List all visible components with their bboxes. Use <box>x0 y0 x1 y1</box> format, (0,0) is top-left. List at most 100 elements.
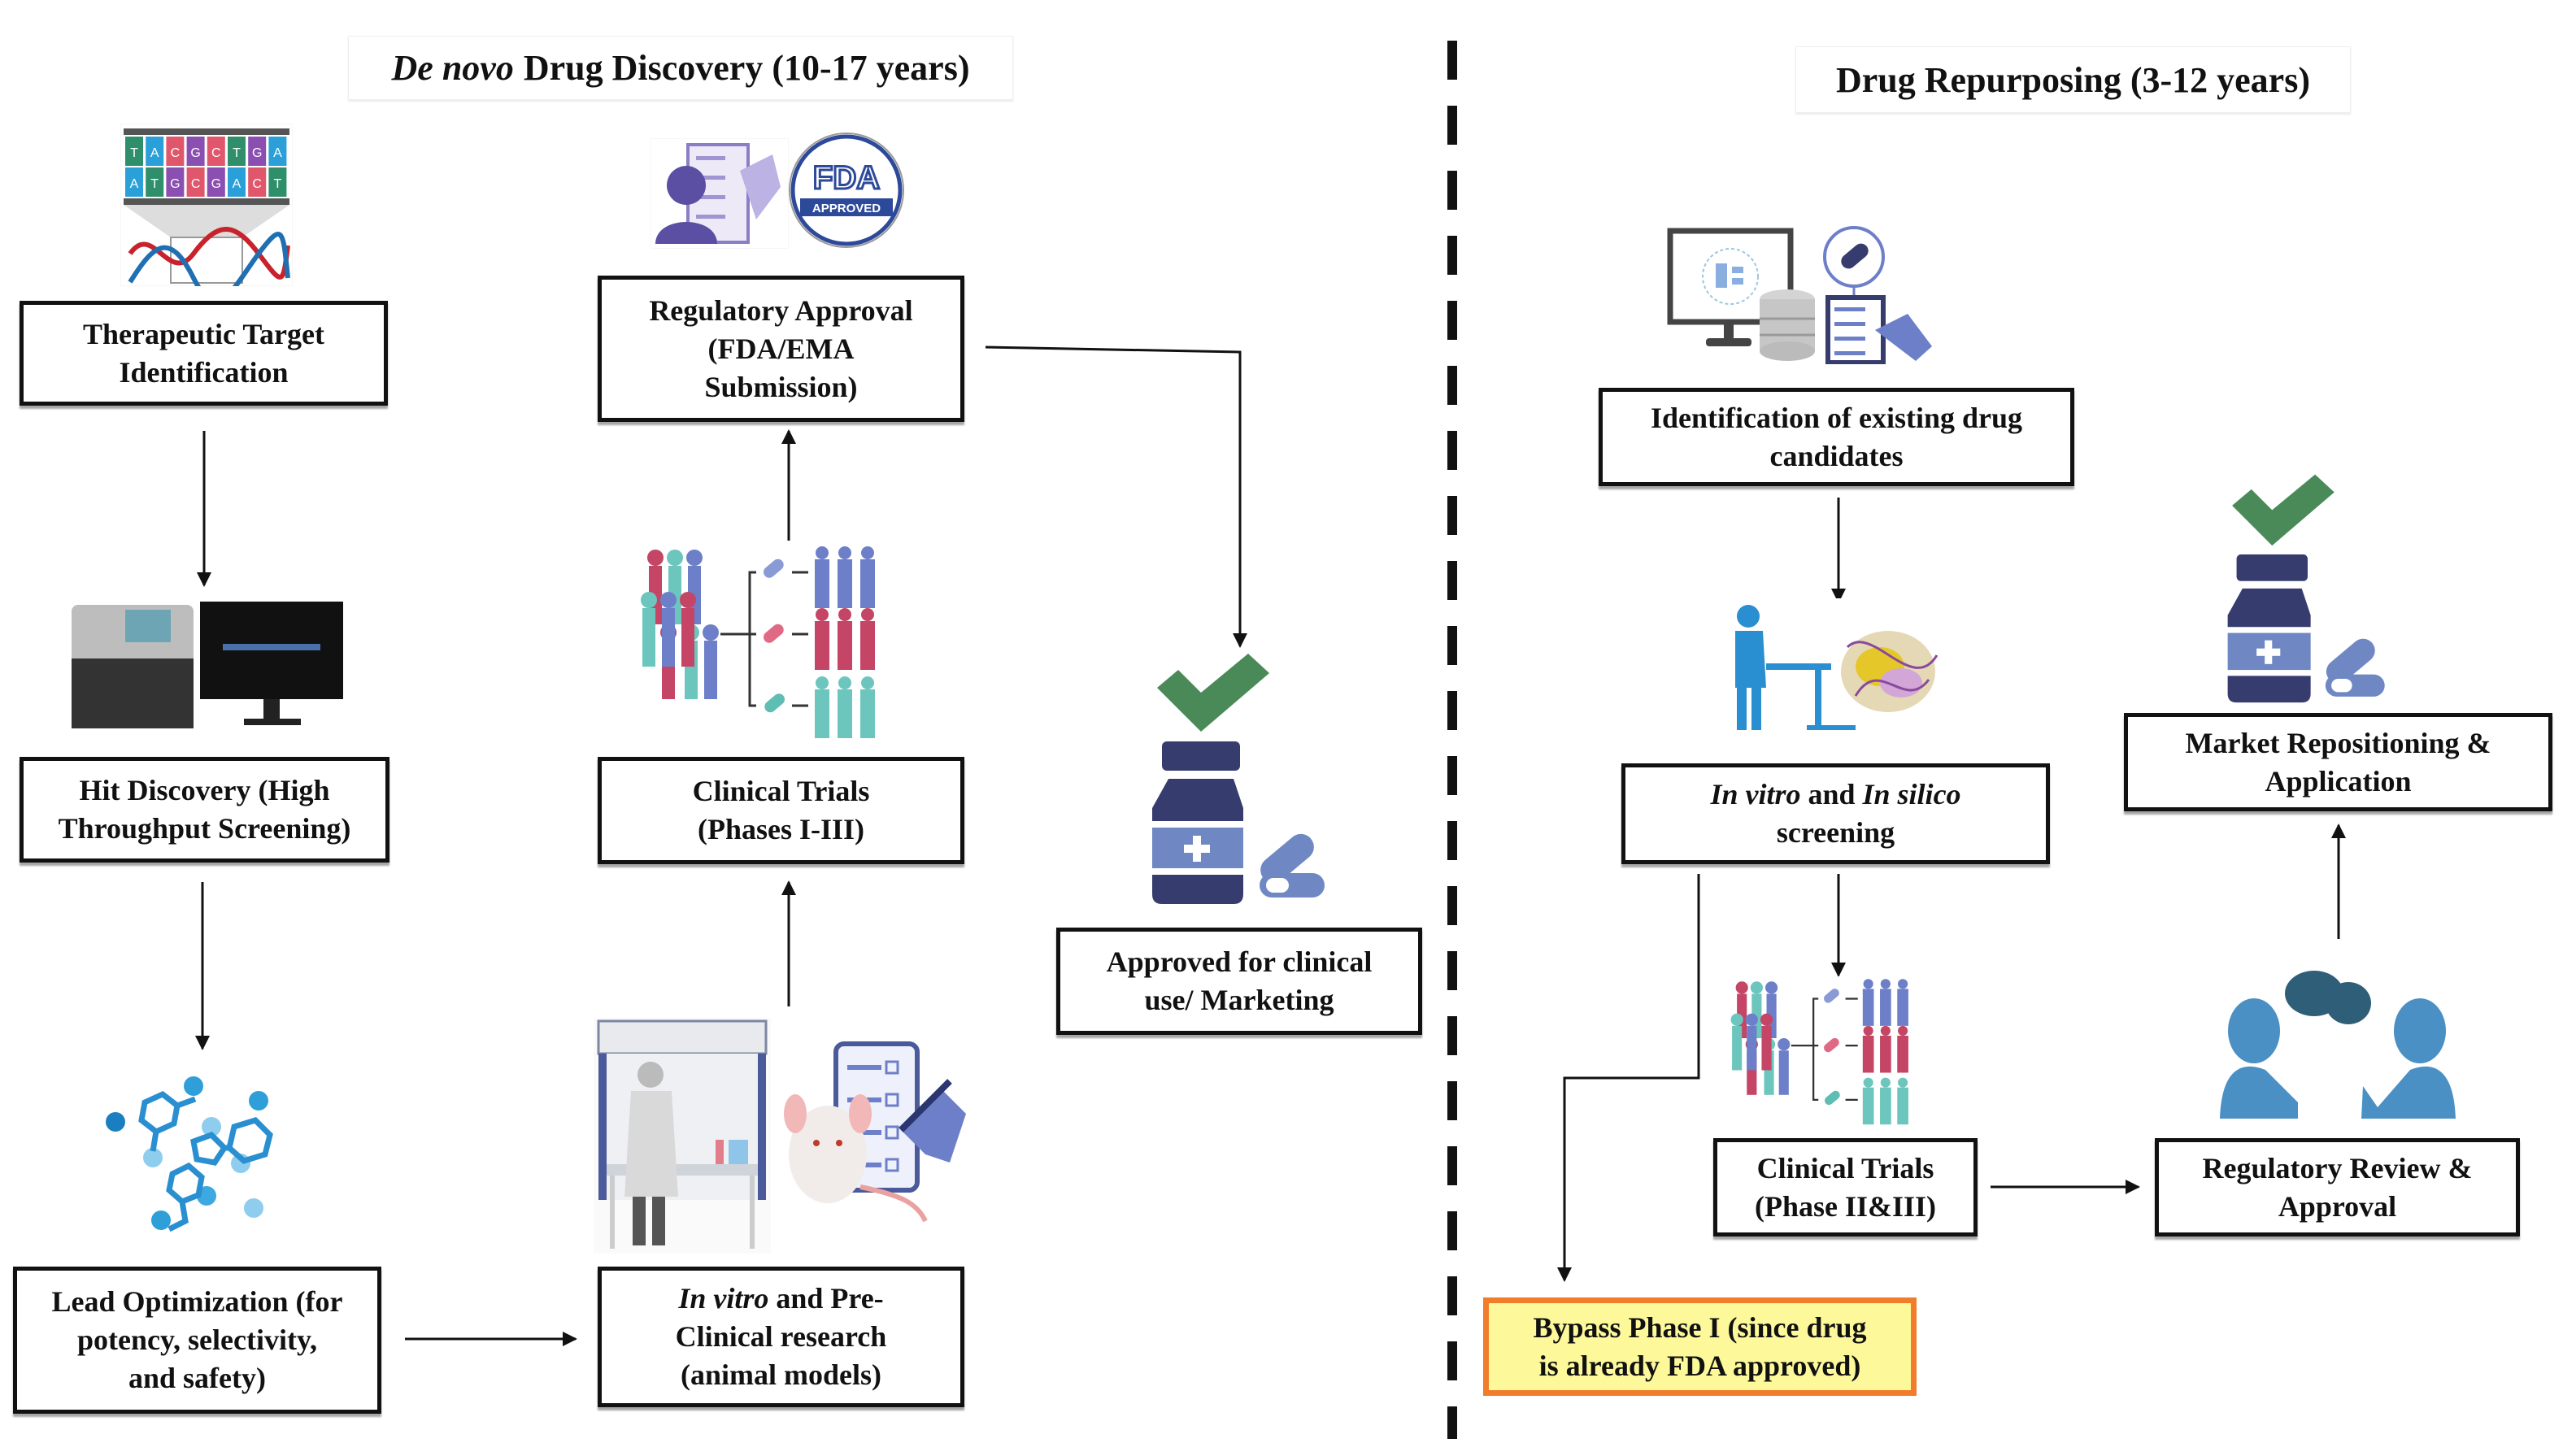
dna-base-tile <box>228 137 246 166</box>
repurposing-title: Drug Repurposing (3-12 years) <box>1795 46 2351 113</box>
dna-base-letter: T <box>233 146 241 160</box>
preclinical-line-1: In vitro and Pre- <box>678 1280 883 1318</box>
market-line-1: Market Repositioning & <box>2185 726 2491 759</box>
clinical-r-line-1: Clinical Trials <box>1756 1151 1934 1184</box>
dna-base-letter: A <box>150 146 159 160</box>
lab-scientist-icon <box>594 1018 771 1254</box>
dna-base-tile <box>248 137 267 166</box>
dna-base-tile <box>207 137 225 166</box>
dna-base-tile <box>186 137 205 166</box>
dna-base-letter: C <box>171 146 181 160</box>
bypass-line-2: is already FDA approved) <box>1538 1349 1861 1382</box>
approved-line-2: use/ Marketing <box>1144 984 1334 1016</box>
hit-line-1: Hit Discovery (High <box>79 774 330 806</box>
dna-base-letter: A <box>273 146 282 160</box>
dna-base-letter: G <box>252 146 262 160</box>
hit-discovery-box: Hit Discovery (High Throughput Screening… <box>20 757 389 863</box>
clinical-line-1: Clinical Trials <box>692 775 870 807</box>
market-line-2: Application <box>2265 764 2412 798</box>
dna-base-tile <box>146 167 164 197</box>
regulatory-line-2: (FDA/EMA <box>707 332 855 365</box>
preclinical-line-1-rest: and Pre- <box>776 1282 884 1315</box>
hit-line-2: Throughput Screening) <box>58 812 351 845</box>
scientist-protein-icon <box>1717 598 1961 733</box>
preclinical-research-box: In vitro and Pre- Clinical research (ani… <box>598 1267 964 1407</box>
dna-base-letter: T <box>130 146 138 160</box>
screening-italic-2: In silico <box>1862 778 1961 811</box>
fda-badge-text: FDA <box>813 160 880 196</box>
review-line-2: Approval <box>2278 1189 2397 1223</box>
dna-base-tile <box>248 167 267 197</box>
dna-base-tile <box>125 167 143 197</box>
dna-base-letter: G <box>170 177 180 191</box>
in-vitro-in-silico-box: In vitro and In silico screening <box>1621 763 2050 864</box>
regulatory-review-box: Regulatory Review & Approval <box>2155 1138 2520 1237</box>
lead-line-1: Lead Optimization (for <box>51 1285 343 1318</box>
approved-medicine-icon <box>1149 650 1331 906</box>
screening-and: and <box>1808 778 1856 811</box>
de-novo-title-italic: De novo <box>391 48 514 88</box>
lead-optimization-box: Lead Optimization (for potency, selectiv… <box>13 1267 381 1414</box>
fda-approved-badge-icon: FDA APPROVED <box>789 133 904 248</box>
dna-base-letter: A <box>130 177 139 191</box>
clinical-trials-phase2-3-box: Clinical Trials (Phase II&III) <box>1713 1138 1978 1237</box>
bypass-phase1-box: Bypass Phase I (since drug is already FD… <box>1483 1297 1917 1396</box>
dna-base-letter: T <box>274 177 282 191</box>
review-line-1: Regulatory Review & <box>2202 1151 2473 1184</box>
market-medicine-icon <box>2224 472 2391 704</box>
dna-base-letter: C <box>252 177 262 191</box>
approved-marketing-box: Approved for clinical use/ Marketing <box>1056 928 1422 1035</box>
lab-mouse-clipboard-icon <box>779 1041 971 1224</box>
regulatory-discussion-icon <box>2217 964 2459 1124</box>
dna-base-tile <box>146 137 164 166</box>
market-repositioning-box: Market Repositioning & Application <box>2124 713 2552 811</box>
target-line-1: Therapeutic Target <box>83 317 324 350</box>
de-novo-title: De novo Drug Discovery (10-17 years) <box>348 36 1013 100</box>
fda-badge-approved-text: APPROVED <box>812 202 881 215</box>
bypass-line-1: Bypass Phase I (since drug <box>1533 1310 1867 1344</box>
clinical-line-2: (Phases I-III) <box>697 813 864 845</box>
sequencer-machine-icon <box>68 593 346 733</box>
panel-divider <box>1447 41 1457 1439</box>
dna-base-tile <box>268 137 287 166</box>
identification-line-2: candidates <box>1769 439 1904 472</box>
screening-line-2: screening <box>1776 816 1895 849</box>
de-novo-title-text: Drug Discovery (10-17 years) <box>523 48 970 88</box>
clinical-trials-box: Clinical Trials (Phases I-III) <box>598 757 964 864</box>
clinical-r-line-2: (Phase II&III) <box>1754 1189 1936 1223</box>
preclinical-italic: In vitro <box>678 1282 769 1315</box>
dna-base-letter: C <box>211 146 221 160</box>
arrow-regulatory-to-approved <box>985 346 1247 648</box>
dna-base-letter: C <box>191 177 201 191</box>
dna-base-tile <box>268 167 287 197</box>
repurposing-title-text: Drug Repurposing (3-12 years) <box>1836 59 2310 100</box>
clinical-trials-people-icon-right <box>1727 976 1952 1131</box>
clinical-trials-people-icon <box>636 543 932 746</box>
dna-base-tile <box>228 167 246 197</box>
dna-base-letter: G <box>211 177 221 191</box>
computer-database-icon <box>1667 224 1818 363</box>
screening-line-1: In vitro and In silico <box>1710 776 1960 814</box>
lead-line-3: and safety) <box>128 1362 266 1394</box>
dna-base-tile <box>166 167 185 197</box>
preclinical-line-3: (animal models) <box>681 1358 881 1391</box>
dna-base-letter: T <box>150 177 159 191</box>
molecules-icon <box>106 1076 273 1232</box>
arrow-screening-to-bypass <box>1557 874 1700 1282</box>
dna-base-tile <box>166 137 185 166</box>
drug-checklist-icon <box>1818 224 1937 364</box>
identification-existing-drugs-box: Identification of existing drug candidat… <box>1599 388 2074 486</box>
screening-italic-1: In vitro <box>1710 778 1801 811</box>
identification-line-1: Identification of existing drug <box>1650 401 2022 434</box>
regulatory-approval-box: Regulatory Approval (FDA/EMA Submission) <box>598 276 964 422</box>
dna-base-tile <box>125 137 143 166</box>
dna-base-tile <box>186 167 205 197</box>
regulatory-line-3: Submission) <box>704 370 858 403</box>
regulatory-line-1: Regulatory Approval <box>649 293 913 327</box>
dna-base-letter: A <box>233 177 242 191</box>
dna-base-tile <box>207 167 225 197</box>
therapeutic-target-box: Therapeutic Target Identification <box>20 301 388 406</box>
approved-line-1: Approved for clinical <box>1106 945 1373 978</box>
